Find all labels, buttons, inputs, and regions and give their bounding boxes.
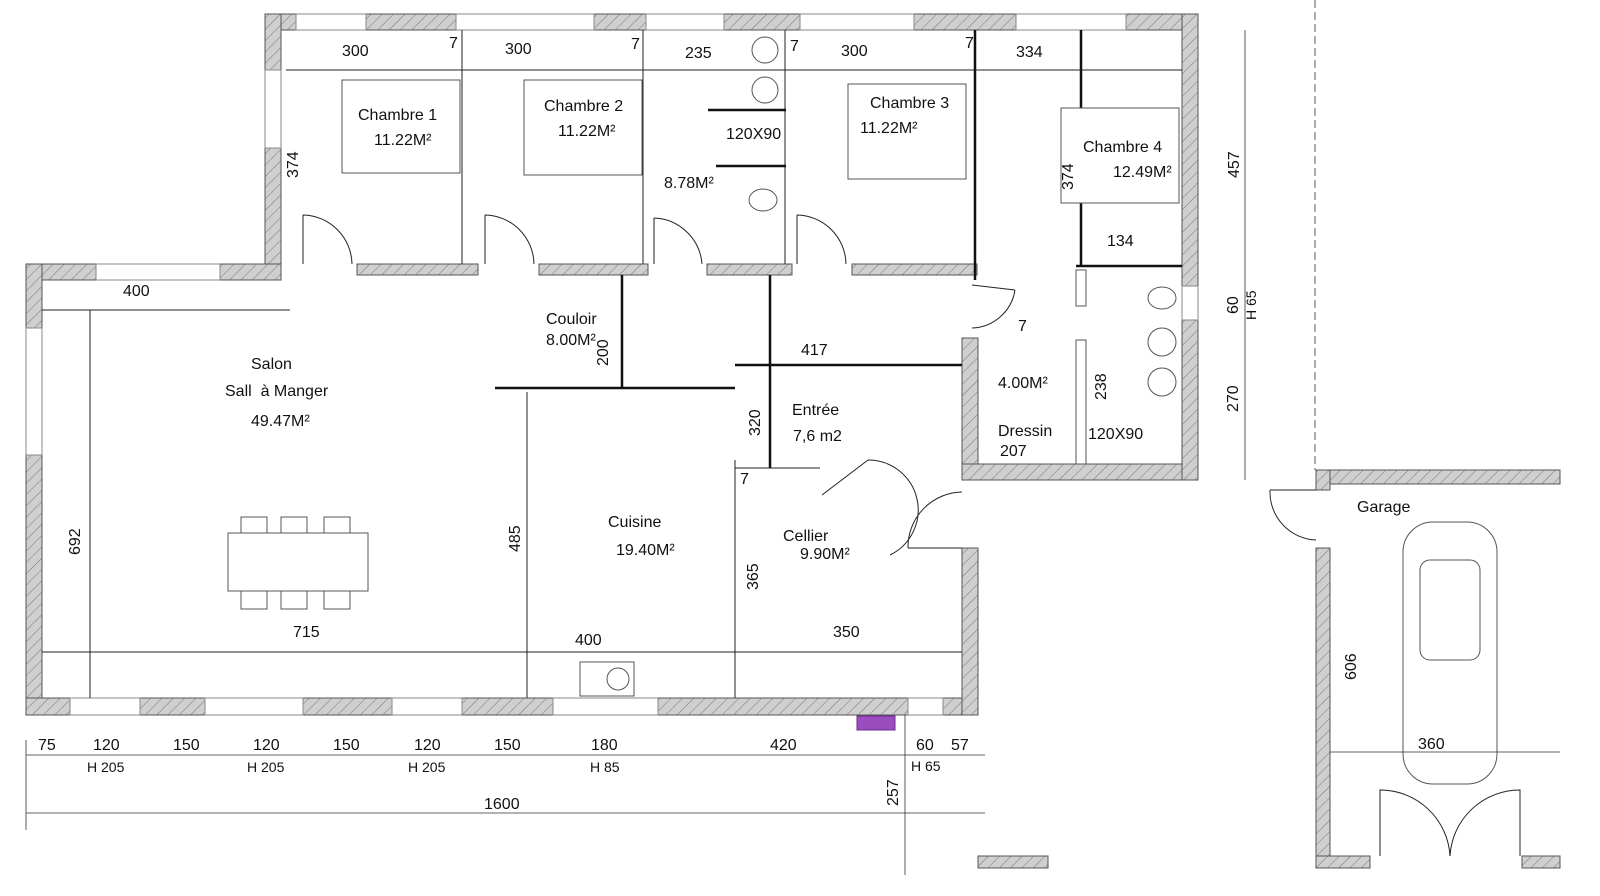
salon-name: Salon <box>251 356 292 373</box>
dim-label: 238 <box>1093 373 1110 400</box>
chambre3-area: 11.22M² <box>860 120 918 137</box>
dim-label: 150 <box>494 737 521 754</box>
bed-chambre4 <box>1060 107 1180 204</box>
dressing-name: Dressin <box>998 423 1052 440</box>
cellier-area: 9.90M² <box>800 546 850 563</box>
dim-label: 350 <box>833 624 860 641</box>
sdb-area: 8.78M² <box>664 175 714 192</box>
sde-shower: 120X90 <box>1088 426 1143 443</box>
dim-label: 692 <box>67 528 84 555</box>
cuisine-name: Cuisine <box>608 514 661 531</box>
dim-label: H 65 <box>1243 290 1259 320</box>
dim-label: 7 <box>1018 318 1027 335</box>
dim-label: H 205 <box>87 759 125 775</box>
bed-chambre2 <box>523 79 643 176</box>
dim-label: 1600 <box>484 796 520 813</box>
dim-label: H 65 <box>911 758 941 774</box>
marker-box <box>856 715 896 731</box>
dressing-width: 207 <box>1000 443 1027 460</box>
sink-icon <box>751 76 779 104</box>
cellier-name: Cellier <box>783 528 829 545</box>
dim-label: H 205 <box>247 759 285 775</box>
dim-label: 134 <box>1107 233 1134 250</box>
dim-label: 374 <box>1060 163 1077 190</box>
doors <box>302 214 1521 857</box>
dim-label: 420 <box>770 737 797 754</box>
couloir-area: 8.00M² <box>546 332 596 349</box>
cuisine-area: 19.40M² <box>616 542 675 559</box>
dim-label: 374 <box>285 151 302 178</box>
dim-label: 57 <box>951 737 969 754</box>
couloir-name: Couloir <box>546 311 597 328</box>
dim-label: 60 <box>916 737 934 754</box>
dim-label: 457 <box>1226 151 1243 178</box>
chambre3-name: Chambre 3 <box>870 95 949 112</box>
dim-label: 257 <box>885 779 902 806</box>
entree-area: 7,6 m2 <box>793 428 842 445</box>
bed-chambre1 <box>341 79 461 174</box>
dining-table <box>227 532 369 592</box>
dim-label: 150 <box>173 737 200 754</box>
bed-chambre3 <box>847 83 967 180</box>
salon-name2: Sall à Manger <box>225 383 329 400</box>
sink-icon <box>1147 367 1177 397</box>
garage-walls <box>1315 469 1561 869</box>
toilet-icon <box>748 188 778 212</box>
sdb-shower: 120X90 <box>726 126 781 143</box>
dim-label: H 205 <box>408 759 446 775</box>
windows <box>25 13 1199 716</box>
dim-label: 715 <box>293 624 320 641</box>
dim-label: 300 <box>505 41 532 58</box>
dim-label: 60 <box>1225 296 1242 314</box>
toilet-icon <box>1147 286 1177 310</box>
dim-label: 7 <box>740 471 749 488</box>
dim-label: 120 <box>253 737 280 754</box>
dressing-area: 4.00M² <box>998 375 1048 392</box>
dimension-labels: 300 7 300 7 235 7 300 7 334 374 374 134 … <box>38 35 1445 813</box>
dim-label: 7 <box>965 35 974 52</box>
sink-icon <box>751 36 779 64</box>
interior-walls <box>42 30 1182 698</box>
dim-label: 7 <box>790 38 799 55</box>
dimension-lines <box>25 0 1560 875</box>
dim-label: 334 <box>1016 44 1043 61</box>
chambre1-name: Chambre 1 <box>358 107 437 124</box>
dim-label: 365 <box>745 563 762 590</box>
chambre4-name: Chambre 4 <box>1083 139 1162 156</box>
dim-label: 320 <box>747 409 764 436</box>
entree-name: Entrée <box>792 402 839 419</box>
chambre4-area: 12.49M² <box>1113 164 1172 181</box>
dim-label: 606 <box>1343 653 1360 680</box>
sink-icon <box>1147 327 1177 357</box>
dim-label: 120 <box>414 737 441 754</box>
dim-label: 485 <box>507 525 524 552</box>
dim-label: 200 <box>595 339 612 366</box>
dim-label: 235 <box>685 45 712 62</box>
dim-label: 150 <box>333 737 360 754</box>
dim-label: 7 <box>449 35 458 52</box>
salon-area: 49.47M² <box>251 413 310 430</box>
chambre2-area: 11.22M² <box>558 123 616 140</box>
furniture <box>227 36 1498 785</box>
dim-label: 300 <box>342 43 369 60</box>
dim-label: 360 <box>1418 736 1445 753</box>
dim-label: 75 <box>38 737 56 754</box>
dim-label: 300 <box>841 43 868 60</box>
dim-label: 120 <box>93 737 120 754</box>
room-labels: Chambre 1 11.22M² Chambre 2 11.22M² 8.78… <box>225 95 1410 563</box>
garage-name: Garage <box>1357 499 1410 516</box>
dim-label: 417 <box>801 342 828 359</box>
dim-label: 180 <box>591 737 618 754</box>
dim-label: 400 <box>575 632 602 649</box>
dim-label: 7 <box>631 36 640 53</box>
dim-label: 270 <box>1225 385 1242 412</box>
chambre1-area: 11.22M² <box>374 132 432 149</box>
dim-label: H 85 <box>590 759 620 775</box>
chambre2-name: Chambre 2 <box>544 98 623 115</box>
dim-label: 400 <box>123 283 150 300</box>
